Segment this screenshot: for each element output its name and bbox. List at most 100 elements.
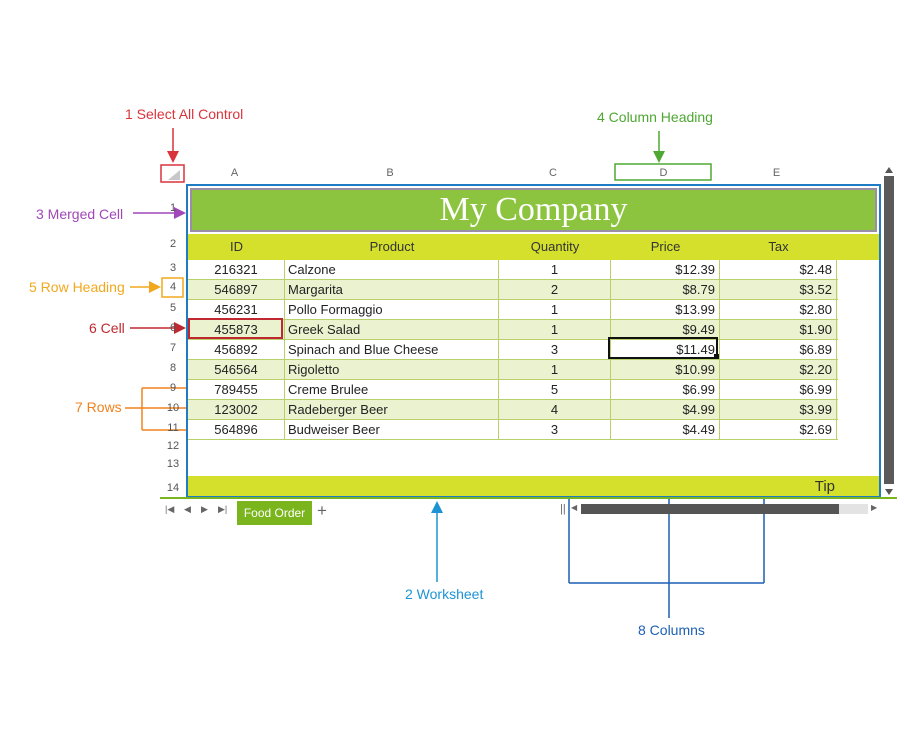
- sheet-tab-food-order[interactable]: Food Order: [237, 501, 312, 525]
- header-product[interactable]: Product: [369, 239, 415, 254]
- column-heading-d[interactable]: D: [659, 167, 668, 179]
- row-heading-6[interactable]: 6: [169, 322, 177, 334]
- header-row: ID Product Quantity Price Tax: [188, 234, 879, 260]
- cell-product[interactable]: Calzone: [285, 260, 499, 280]
- cell-product[interactable]: Pollo Formaggio: [285, 300, 499, 320]
- cell-tax[interactable]: $2.69: [720, 420, 837, 440]
- cell-tax[interactable]: $2.80: [720, 300, 837, 320]
- row-heading-7[interactable]: 7: [169, 342, 177, 354]
- cell-quantity[interactable]: 4: [499, 400, 611, 420]
- cell-quantity[interactable]: 3: [499, 340, 611, 360]
- active-cell[interactable]: [608, 337, 718, 359]
- header-quantity[interactable]: Quantity: [530, 239, 580, 254]
- cell-quantity[interactable]: 1: [499, 320, 611, 340]
- cell-id[interactable]: 455873: [188, 320, 285, 340]
- last-sheet-icon[interactable]: ▶|: [218, 504, 228, 514]
- cell-price[interactable]: $4.99: [611, 400, 720, 420]
- row-heading-14[interactable]: 14: [166, 482, 180, 494]
- cell-quantity[interactable]: 1: [499, 360, 611, 380]
- footer-row: Tip: [188, 476, 879, 496]
- cell-quantity[interactable]: 1: [499, 260, 611, 280]
- cell-price[interactable]: $9.49: [611, 320, 720, 340]
- row-heading-9[interactable]: 9: [169, 382, 177, 394]
- cell-quantity[interactable]: 5: [499, 380, 611, 400]
- cell-tax[interactable]: $2.48: [720, 260, 837, 280]
- cell-product[interactable]: Budweiser Beer: [285, 420, 499, 440]
- scroll-right-icon[interactable]: ▶: [871, 503, 878, 512]
- row-heading-8[interactable]: 8: [169, 362, 177, 374]
- cell-id[interactable]: 123002: [188, 400, 285, 420]
- prev-sheet-icon[interactable]: ◀: [184, 504, 191, 514]
- scroll-down-icon[interactable]: [884, 488, 894, 496]
- merged-title-cell[interactable]: My Company: [190, 188, 877, 232]
- row-heading-3[interactable]: 3: [169, 262, 177, 274]
- cell-price[interactable]: $6.99: [611, 380, 720, 400]
- row-heading-4[interactable]: 4: [169, 281, 177, 293]
- next-sheet-icon[interactable]: ▶: [201, 504, 208, 514]
- cell-product[interactable]: Spinach and Blue Cheese: [285, 340, 499, 360]
- cell-quantity[interactable]: 1: [499, 300, 611, 320]
- cell-product[interactable]: Greek Salad: [285, 320, 499, 340]
- worksheet-grid[interactable]: My Company ID Product Quantity Price Tax…: [186, 184, 881, 498]
- row-heading-2[interactable]: 2: [169, 238, 177, 250]
- cell-tax[interactable]: $2.20: [720, 360, 837, 380]
- label-merged-cell: 3 Merged Cell: [36, 206, 124, 222]
- vertical-scrollbar[interactable]: [884, 167, 894, 498]
- cell-id[interactable]: 546897: [188, 280, 285, 300]
- select-all-icon: [168, 170, 180, 180]
- column-heading-b[interactable]: B: [386, 167, 394, 179]
- horizontal-scroll-thumb[interactable]: [581, 504, 839, 514]
- cell-price[interactable]: $4.49: [611, 420, 720, 440]
- cell-product[interactable]: Creme Brulee: [285, 380, 499, 400]
- cell-quantity[interactable]: 3: [499, 420, 611, 440]
- cell-tax[interactable]: $1.90: [720, 320, 837, 340]
- cell-id[interactable]: 456231: [188, 300, 285, 320]
- column-heading-c[interactable]: C: [549, 167, 557, 179]
- cell-tax[interactable]: $3.99: [720, 400, 837, 420]
- header-price[interactable]: Price: [650, 239, 681, 254]
- cell-id[interactable]: 564896: [188, 420, 285, 440]
- cell-product[interactable]: Radeberger Beer: [285, 400, 499, 420]
- cell-id[interactable]: 789455: [188, 380, 285, 400]
- select-all-control[interactable]: [165, 168, 181, 180]
- vertical-scroll-thumb[interactable]: [884, 176, 894, 484]
- scroll-left-icon[interactable]: ◀: [571, 503, 578, 512]
- tip-cell[interactable]: Tip: [814, 478, 835, 495]
- splitter-icon[interactable]: ||: [560, 503, 566, 515]
- column-heading-e[interactable]: E: [772, 167, 781, 179]
- first-sheet-icon[interactable]: |◀: [165, 504, 175, 514]
- column-heading-a[interactable]: A: [230, 167, 239, 179]
- cell-price[interactable]: $13.99: [611, 300, 720, 320]
- cell-tax[interactable]: $6.99: [720, 380, 837, 400]
- cell-price[interactable]: $8.79: [611, 280, 720, 300]
- row-heading-12[interactable]: 12: [166, 440, 180, 452]
- cell-price[interactable]: $12.39: [611, 260, 720, 280]
- row-heading-13[interactable]: 13: [166, 458, 180, 470]
- row-heading-1[interactable]: 1: [169, 202, 177, 214]
- row-heading-5[interactable]: 5: [169, 302, 177, 314]
- label-row-heading: 5 Row Heading: [29, 279, 125, 295]
- cell-id[interactable]: 216321: [188, 260, 285, 280]
- cell-product[interactable]: Rigoletto: [285, 360, 499, 380]
- cell-tax[interactable]: $6.89: [720, 340, 837, 360]
- header-tax[interactable]: Tax: [768, 239, 789, 254]
- horizontal-scrollbar[interactable]: [581, 504, 868, 514]
- cell-price[interactable]: $11.49: [611, 340, 720, 360]
- row-heading-10[interactable]: 10: [166, 402, 180, 414]
- fill-handle[interactable]: [714, 354, 719, 359]
- cell-id[interactable]: 456892: [188, 340, 285, 360]
- cell-tax[interactable]: $3.52: [720, 280, 837, 300]
- header-id[interactable]: ID: [230, 239, 243, 254]
- scroll-up-icon[interactable]: [884, 166, 894, 174]
- cell-id[interactable]: 546564: [188, 360, 285, 380]
- cell-quantity[interactable]: 2: [499, 280, 611, 300]
- row-heading-11[interactable]: 11: [167, 422, 179, 434]
- add-sheet-button[interactable]: +: [317, 501, 327, 520]
- cell-price[interactable]: $10.99: [611, 360, 720, 380]
- cell-product[interactable]: Margarita: [285, 280, 499, 300]
- label-columns: 8 Columns: [638, 622, 705, 638]
